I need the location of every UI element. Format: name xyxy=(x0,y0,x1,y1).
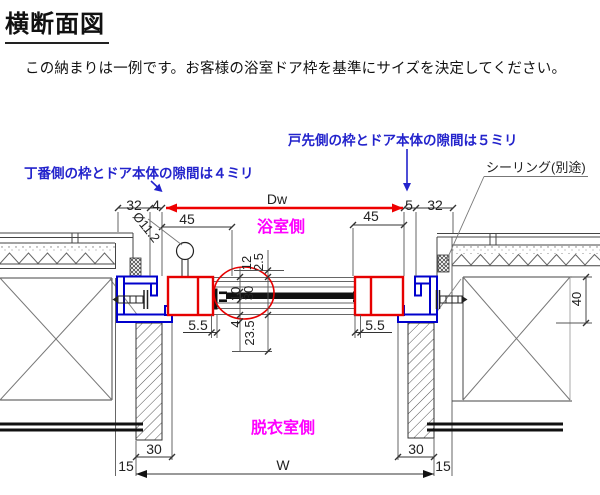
dim-top-right-gap: 5 xyxy=(405,197,413,213)
dim-casing-right-30: 30 xyxy=(408,441,424,457)
sealing-label: シーリング(別途) xyxy=(486,160,586,175)
right-wall-section xyxy=(429,233,600,476)
dim-stack-4: 4 xyxy=(228,320,243,327)
hinge xyxy=(175,241,195,277)
highlight-circle xyxy=(213,266,275,320)
dim-margin-right-15: 15 xyxy=(435,458,451,474)
label-dressing-side: 脱衣室側 xyxy=(251,418,315,437)
leader-lines xyxy=(147,176,588,267)
dim-door-width: Dw xyxy=(267,191,288,207)
label-bath-side: 浴室側 xyxy=(257,217,305,236)
dim-right-45: 45 xyxy=(363,208,379,224)
dimension-ticks xyxy=(114,204,590,461)
door-stile-hinge-side xyxy=(166,275,215,317)
dim-left-45: 45 xyxy=(179,211,195,227)
dim-stack-12: 12 xyxy=(239,256,254,270)
page-title: 横断面図 xyxy=(5,4,109,44)
annotation-arrows xyxy=(150,149,411,192)
dim-top-left-outer: 32 xyxy=(126,197,142,213)
dim-left-5-5: 5.5 xyxy=(188,317,208,333)
dim-stack-23-5: 23.5 xyxy=(242,320,257,345)
door-stile-latch-side xyxy=(353,275,405,317)
wall-finish-bars xyxy=(0,422,563,432)
dim-casing-left-30: 30 xyxy=(146,441,162,457)
dim-stack-10: 10 xyxy=(228,287,243,301)
dim-wall-40: 40 xyxy=(569,292,584,306)
left-frame-screw xyxy=(112,290,149,309)
dw-dimension xyxy=(166,203,403,213)
dim-margin-left-15: 15 xyxy=(118,458,134,474)
dim-stack-2-5: 2.5 xyxy=(251,253,266,271)
annotation-latch-side-gap: 戸先側の枠とドア本体の隙間は５ミリ xyxy=(288,133,518,148)
dim-top-right-outer: 32 xyxy=(427,197,443,213)
annotation-hinge-side-gap: 丁番側の枠とドア本体の隙間は４ミリ xyxy=(24,166,254,181)
door-panel xyxy=(166,275,405,317)
left-wall-section xyxy=(0,232,143,476)
dim-top-left-gap: 4 xyxy=(152,197,160,213)
w-dimension-arrows xyxy=(136,470,434,478)
dim-opening-w: W xyxy=(276,457,290,473)
note-text: この納まりは一例です。お客様の浴室ドア枠を基準にサイズを決定してください。 xyxy=(25,61,567,77)
right-frame-screw xyxy=(435,290,468,309)
room-labels: 浴室側 脱衣室側 xyxy=(251,217,315,437)
right-sealing-block xyxy=(437,254,450,273)
dim-stack-30: 30 xyxy=(241,286,256,300)
dimension-lines xyxy=(117,207,592,476)
existing-frame-left xyxy=(116,275,173,323)
left-wall-stud-x xyxy=(0,277,113,401)
right-casing xyxy=(407,322,435,439)
left-sealing-block xyxy=(129,257,142,277)
dim-right-5-5: 5.5 xyxy=(365,317,385,333)
left-casing xyxy=(135,322,163,441)
